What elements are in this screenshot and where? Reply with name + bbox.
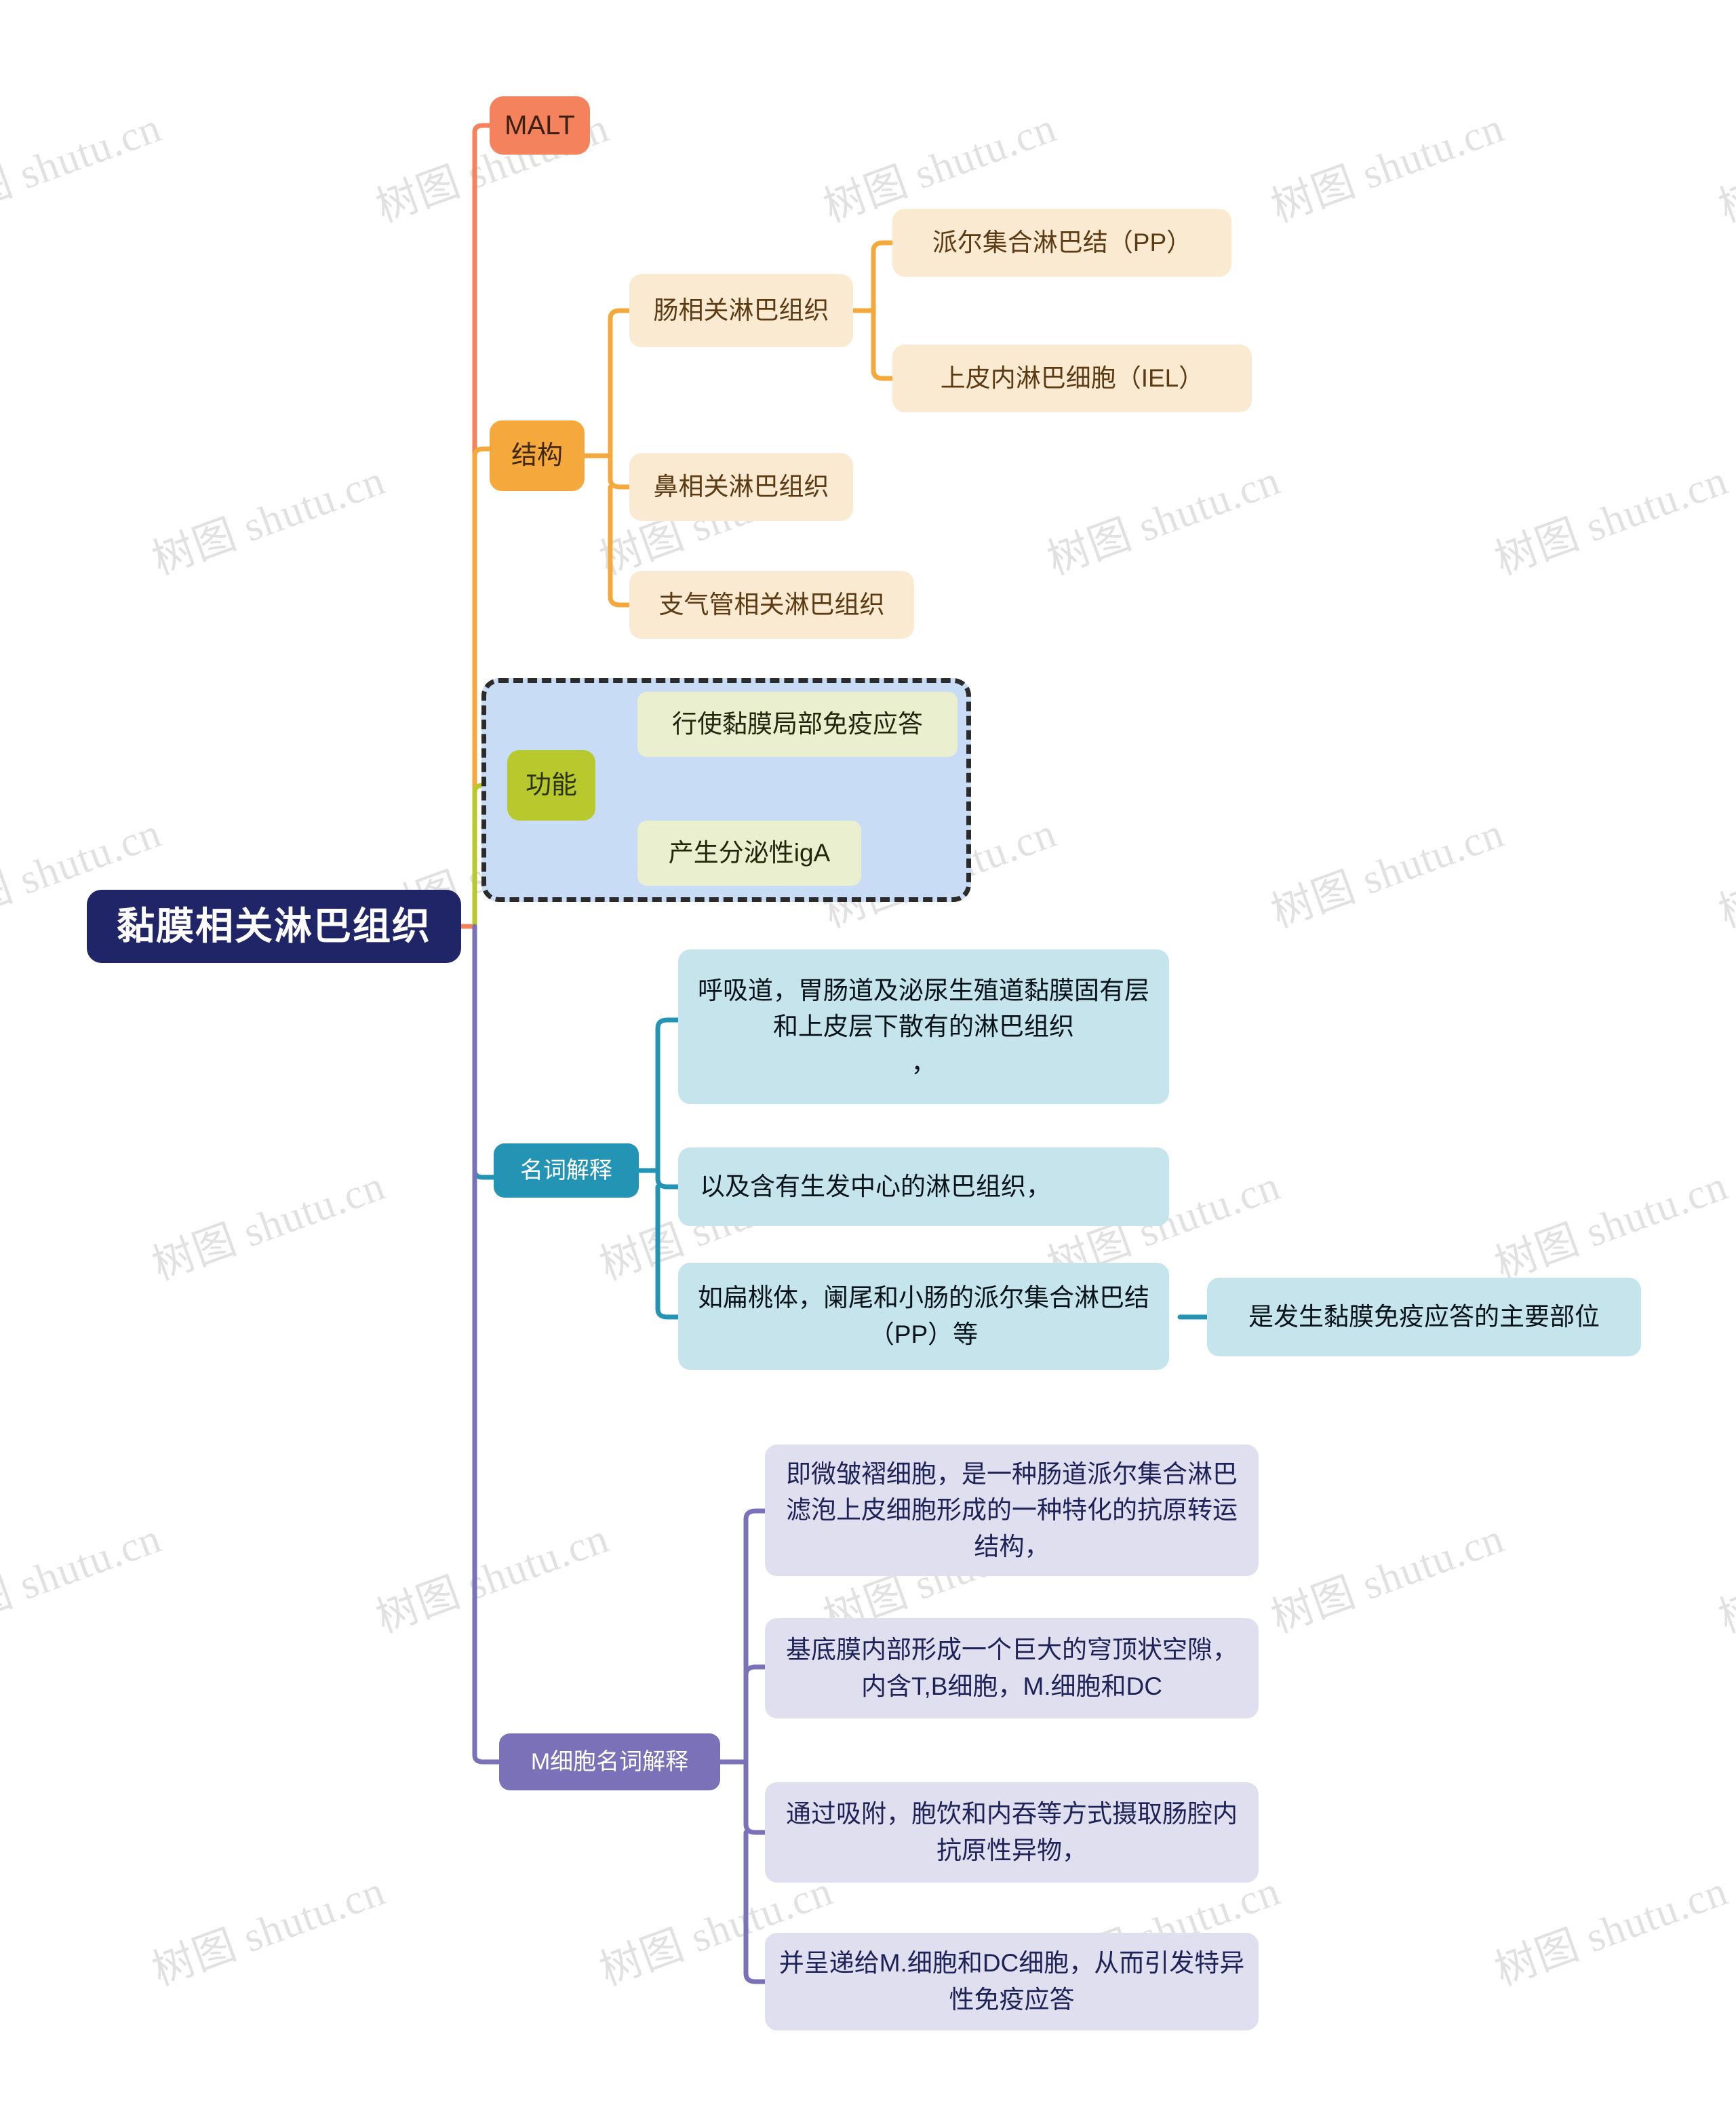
- watermark-text: 树图 shutu.cn: [146, 1868, 391, 1995]
- node-term-definition-2[interactable]: 以及含有生发中心的淋巴组织，: [678, 1147, 1169, 1226]
- watermark-text: 树图 shutu.cn: [1265, 1515, 1510, 1642]
- node-nose-lymphoid[interactable]: 鼻相关淋巴组织: [629, 453, 853, 521]
- watermark-text: 树图 shutu.cn: [1713, 104, 1736, 231]
- node-m-cell-definition-2[interactable]: 基底膜内部形成一个巨大的穹顶状空隙，内含T,B细胞，M.细胞和DC: [765, 1618, 1259, 1718]
- node-m-cell-explanation[interactable]: M细胞名词解释: [499, 1733, 720, 1790]
- node-m-cell-definition-1[interactable]: 即微皱褶细胞，是一种肠道派尔集合淋巴滤泡上皮细胞形成的一种特化的抗原转运结构，: [765, 1445, 1259, 1576]
- node-m-cell-definition-3[interactable]: 通过吸附，胞饮和内吞等方式摄取肠腔内抗原性异物，: [765, 1782, 1259, 1883]
- node-structure[interactable]: 结构: [490, 420, 585, 491]
- node-function-local-immune[interactable]: 行使黏膜局部免疫应答: [637, 692, 958, 757]
- node-gut-lymphoid[interactable]: 肠相关淋巴组织: [629, 274, 853, 347]
- watermark-text: 树图 shutu.cn: [0, 104, 167, 231]
- node-function-siga[interactable]: 产生分泌性igA: [637, 821, 861, 886]
- node-term-definition-3[interactable]: 如扁桃体，阑尾和小肠的派尔集合淋巴结（PP）等: [678, 1263, 1169, 1370]
- watermark-text: 树图 shutu.cn: [146, 457, 391, 584]
- watermark-text: 树图 shutu.cn: [1489, 1162, 1734, 1289]
- watermark-text: 树图 shutu.cn: [1265, 104, 1510, 231]
- node-term-definition-1[interactable]: 呼吸道，胃肠道及泌尿生殖道黏膜固有层和上皮层下散有的淋巴组织 ，: [678, 949, 1169, 1104]
- watermark-text: 树图 shutu.cn: [1713, 810, 1736, 937]
- watermark-text: 树图 shutu.cn: [1713, 1515, 1736, 1642]
- node-bronchus-lymphoid[interactable]: 支气管相关淋巴组织: [629, 571, 914, 639]
- root-node[interactable]: 黏膜相关淋巴组织: [87, 890, 461, 963]
- node-m-cell-definition-4[interactable]: 并呈递给M.细胞和DC细胞，从而引发特异性免疫应答: [765, 1933, 1259, 2030]
- watermark-text: 树图 shutu.cn: [146, 1162, 391, 1289]
- node-iel[interactable]: 上皮内淋巴细胞（IEL）: [892, 345, 1252, 412]
- node-term-explanation[interactable]: 名词解释: [494, 1143, 639, 1198]
- node-malt[interactable]: MALT: [490, 96, 590, 155]
- node-peyers-patch[interactable]: 派尔集合淋巴结（PP）: [892, 209, 1231, 277]
- node-term-definition-3-detail[interactable]: 是发生黏膜免疫应答的主要部位: [1207, 1278, 1641, 1356]
- watermark-text: 树图 shutu.cn: [1042, 457, 1286, 584]
- watermark-text: 树图 shutu.cn: [370, 1515, 615, 1642]
- watermark-text: 树图 shutu.cn: [1265, 810, 1510, 937]
- node-function[interactable]: 功能: [507, 750, 595, 821]
- watermark-text: 树图 shutu.cn: [1489, 1868, 1734, 1995]
- watermark-text: 树图 shutu.cn: [0, 1515, 167, 1642]
- watermark-text: 树图 shutu.cn: [1489, 457, 1734, 584]
